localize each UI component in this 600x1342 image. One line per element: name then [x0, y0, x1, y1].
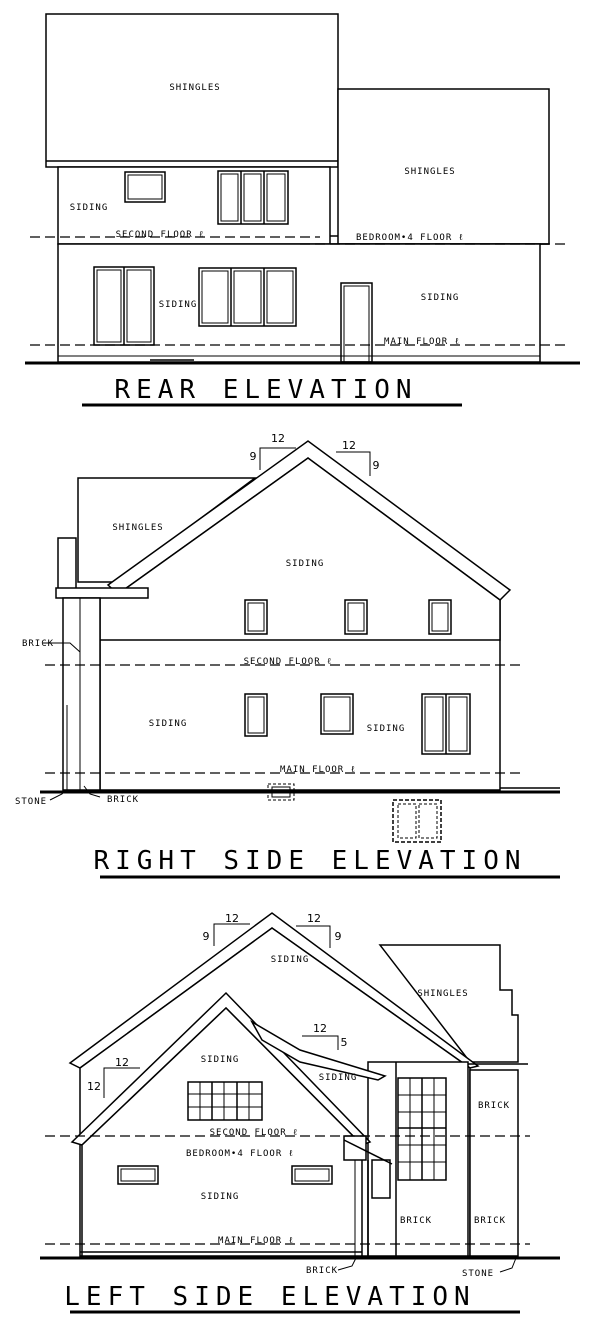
left-bedroom-floor-label: BEDROOM•4 FLOOR ℓ	[186, 1149, 294, 1159]
left-center-bay	[367, 1061, 469, 1257]
left-main-floor-label: MAIN FLOOR ℓ	[218, 1236, 294, 1246]
rear-window-lower-triple	[198, 267, 297, 327]
right-window-upper-1	[244, 599, 268, 635]
right-brick-pier	[62, 597, 101, 791]
left-pitch-mid-run: 12	[313, 1022, 327, 1035]
right-label-siding-right: SIDING	[367, 724, 406, 734]
right-window-upper-2	[344, 599, 368, 635]
left-mid-roof	[250, 1019, 387, 1081]
right-side-elevation-title: RIGHT SIDE ELEVATION	[93, 846, 526, 876]
right-side-elevation: 12 9 12 9 SHINGLES SIDING SIDING SIDING …	[15, 432, 560, 879]
right-label-shingles: SHINGLES	[112, 523, 163, 533]
rear-window-upper-left	[124, 171, 166, 203]
right-second-floor-label: SECOND FLOOR ℓ	[244, 657, 333, 667]
left-second-floor-label: SECOND FLOOR ℓ	[210, 1128, 299, 1138]
right-main-floor-label: MAIN FLOOR ℓ	[280, 765, 356, 775]
left-label-siding-lower: SIDING	[201, 1192, 240, 1202]
left-pitch-top-left-run: 12	[225, 912, 239, 925]
left-label-siding-top: SIDING	[271, 955, 310, 965]
left-pitch-side-rise: 12	[87, 1080, 101, 1093]
rear-patio-door	[93, 266, 155, 346]
left-porch-post-cap	[371, 1159, 391, 1199]
rear-right-roof	[337, 88, 550, 245]
right-pitch-right-run: 12	[342, 439, 356, 452]
rear-label-shingles-right: SHINGLES	[404, 167, 455, 177]
left-label-stone: STONE	[462, 1269, 494, 1279]
left-label-siding-mid-right: SIDING	[319, 1073, 358, 1083]
left-window-bay-grid	[397, 1077, 447, 1181]
rear-window-upper-triple	[217, 170, 289, 225]
left-rear-roof	[378, 944, 519, 1063]
left-label-brick-right: BRICK	[474, 1216, 506, 1226]
left-pitch-side-run: 12	[115, 1056, 129, 1069]
right-label-brick-lower: BRICK	[107, 795, 139, 805]
left-label-shingles: SHINGLES	[417, 989, 468, 999]
rear-second-floor-label: SECOND FLOOR ℓ	[116, 230, 205, 240]
rear-main-floor-label: MAIN FLOOR ℓ	[384, 337, 460, 347]
left-label-siding-mid-left: SIDING	[201, 1055, 240, 1065]
right-window-lower-2	[320, 693, 354, 735]
rear-label-siding-center: SIDING	[159, 300, 198, 310]
right-pitch-left-run: 12	[271, 432, 285, 445]
rear-label-siding-upper: SIDING	[70, 203, 109, 213]
left-pitch-top-right-run: 12	[307, 912, 321, 925]
left-window-lower-left	[117, 1165, 159, 1185]
left-side-elevation: 12 9 12 9 12 12 12 5 SIDING SHINGLES SID…	[40, 912, 560, 1314]
left-porch-bracket	[343, 1135, 367, 1161]
rear-door	[340, 282, 373, 363]
right-window-lower-double	[421, 693, 471, 755]
rear-elevation-title: REAR ELEVATION	[114, 375, 417, 405]
right-label-stone: STONE	[15, 797, 47, 807]
left-label-brick-bottom: BRICK	[306, 1266, 338, 1276]
right-pitch-right-rise: 9	[373, 459, 380, 472]
right-label-siding-upper: SIDING	[286, 559, 325, 569]
right-egress-window	[392, 799, 442, 843]
right-chimney	[57, 537, 77, 593]
left-window-lower-right	[291, 1165, 333, 1185]
right-eave	[55, 587, 149, 599]
rear-label-siding-right: SIDING	[421, 293, 460, 303]
right-label-brick-upper: BRICK	[22, 639, 54, 649]
left-label-brick-center: BRICK	[400, 1216, 432, 1226]
rear-main-roof	[45, 13, 339, 168]
left-brick-tower	[469, 1069, 519, 1257]
left-pitch-mid-rise: 5	[341, 1036, 348, 1049]
right-pitch-left-rise: 9	[250, 450, 257, 463]
rear-elevation: SHINGLES SHINGLES SIDING SIDING SIDING S…	[25, 13, 580, 407]
right-window-lower-1	[244, 693, 268, 737]
left-label-brick-upper-right: BRICK	[478, 1101, 510, 1111]
rear-bedroom-floor-label: BEDROOM•4 FLOOR ℓ	[356, 233, 464, 243]
left-front-gable-wall	[81, 1006, 363, 1257]
rear-label-shingles-upper: SHINGLES	[169, 83, 220, 93]
right-window-upper-3	[428, 599, 452, 635]
right-label-siding-left: SIDING	[149, 719, 188, 729]
left-pitch-top-right-rise: 9	[335, 930, 342, 943]
left-side-elevation-title: LEFT SIDE ELEVATION	[64, 1282, 475, 1312]
left-window-gable-grid	[187, 1081, 263, 1121]
left-pitch-top-left-rise: 9	[203, 930, 210, 943]
